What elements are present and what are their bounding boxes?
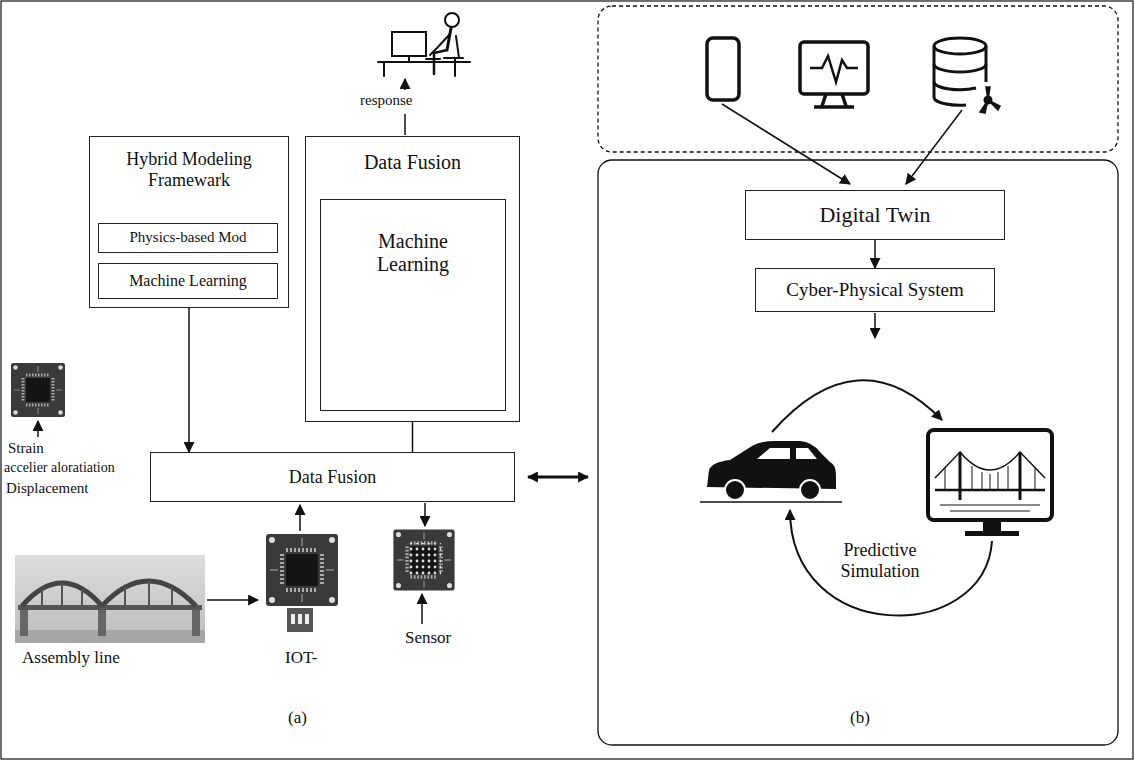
response-arrow — [404, 79, 406, 90]
connector — [874, 240, 876, 268]
sub-box: Machine Learning — [98, 263, 278, 299]
input-arrow — [207, 599, 258, 601]
sensor-chip — [393, 529, 454, 590]
annotation-label: Assembly line — [22, 648, 120, 668]
process-box: Cyber-Physical System — [755, 268, 995, 312]
process-box: Digital Twin — [745, 190, 1005, 240]
source-arrow — [906, 110, 962, 184]
car-icon — [700, 441, 842, 502]
iot-chip — [266, 534, 338, 606]
user-icon — [378, 13, 470, 76]
sensor-arrow — [424, 503, 426, 526]
iot-connector — [287, 608, 313, 632]
annotation-label: (a) — [288, 708, 307, 728]
bridge-photo — [15, 555, 205, 643]
monitor-icon — [800, 42, 868, 107]
annotation-label: Strain — [8, 440, 44, 457]
box-label: Data Fusion — [364, 151, 461, 174]
box-label: Machine Learning — [129, 272, 247, 290]
database-icon — [934, 38, 1000, 113]
sensor-grid — [407, 543, 441, 577]
annotation-label: Sensor — [405, 628, 451, 648]
annotation-label: response — [360, 92, 413, 109]
phone-icon — [707, 38, 739, 100]
twin-panel — [598, 160, 1118, 745]
box-label: Digital Twin — [819, 202, 930, 227]
loop-arrow — [790, 510, 992, 616]
sub-box: Physics-based Mod — [98, 223, 278, 253]
box-label: Physics-based Mod — [129, 229, 246, 246]
box-label: Cyber-Physical System — [786, 279, 963, 301]
process-box: Hybrid Modeling FramewarkPhysics-based M… — [89, 136, 289, 308]
sensor-chip — [11, 363, 65, 417]
source-panel — [598, 6, 1118, 152]
source-arrow — [722, 104, 850, 184]
connector — [188, 308, 190, 452]
sub-box: Machine Learning — [320, 199, 506, 411]
annotation-label: Displacement — [6, 480, 88, 497]
annotation-label: (b) — [850, 708, 870, 728]
flow-arrow — [874, 313, 876, 338]
process-box: Data Fusion — [150, 452, 515, 502]
box-label: Machine Learning — [358, 230, 468, 276]
sensor-label-arrow — [421, 594, 423, 624]
annotation-label: IOT- — [285, 648, 317, 668]
process-box: Data FusionMachine Learning — [305, 136, 520, 422]
box-label: Hybrid Modeling Framewark — [96, 149, 282, 190]
box-label: Data Fusion — [289, 467, 377, 488]
loop-arrow — [772, 380, 942, 432]
annotation-label: Predictive Simulation — [810, 540, 950, 581]
annotation-label: accelier aloratiation — [4, 460, 115, 476]
connector — [412, 422, 414, 452]
sensor-arrow — [37, 421, 39, 437]
response-line — [404, 114, 406, 135]
iot-arrow — [299, 505, 301, 531]
link-arrow — [528, 476, 588, 479]
bridge-monitor — [928, 430, 1052, 536]
